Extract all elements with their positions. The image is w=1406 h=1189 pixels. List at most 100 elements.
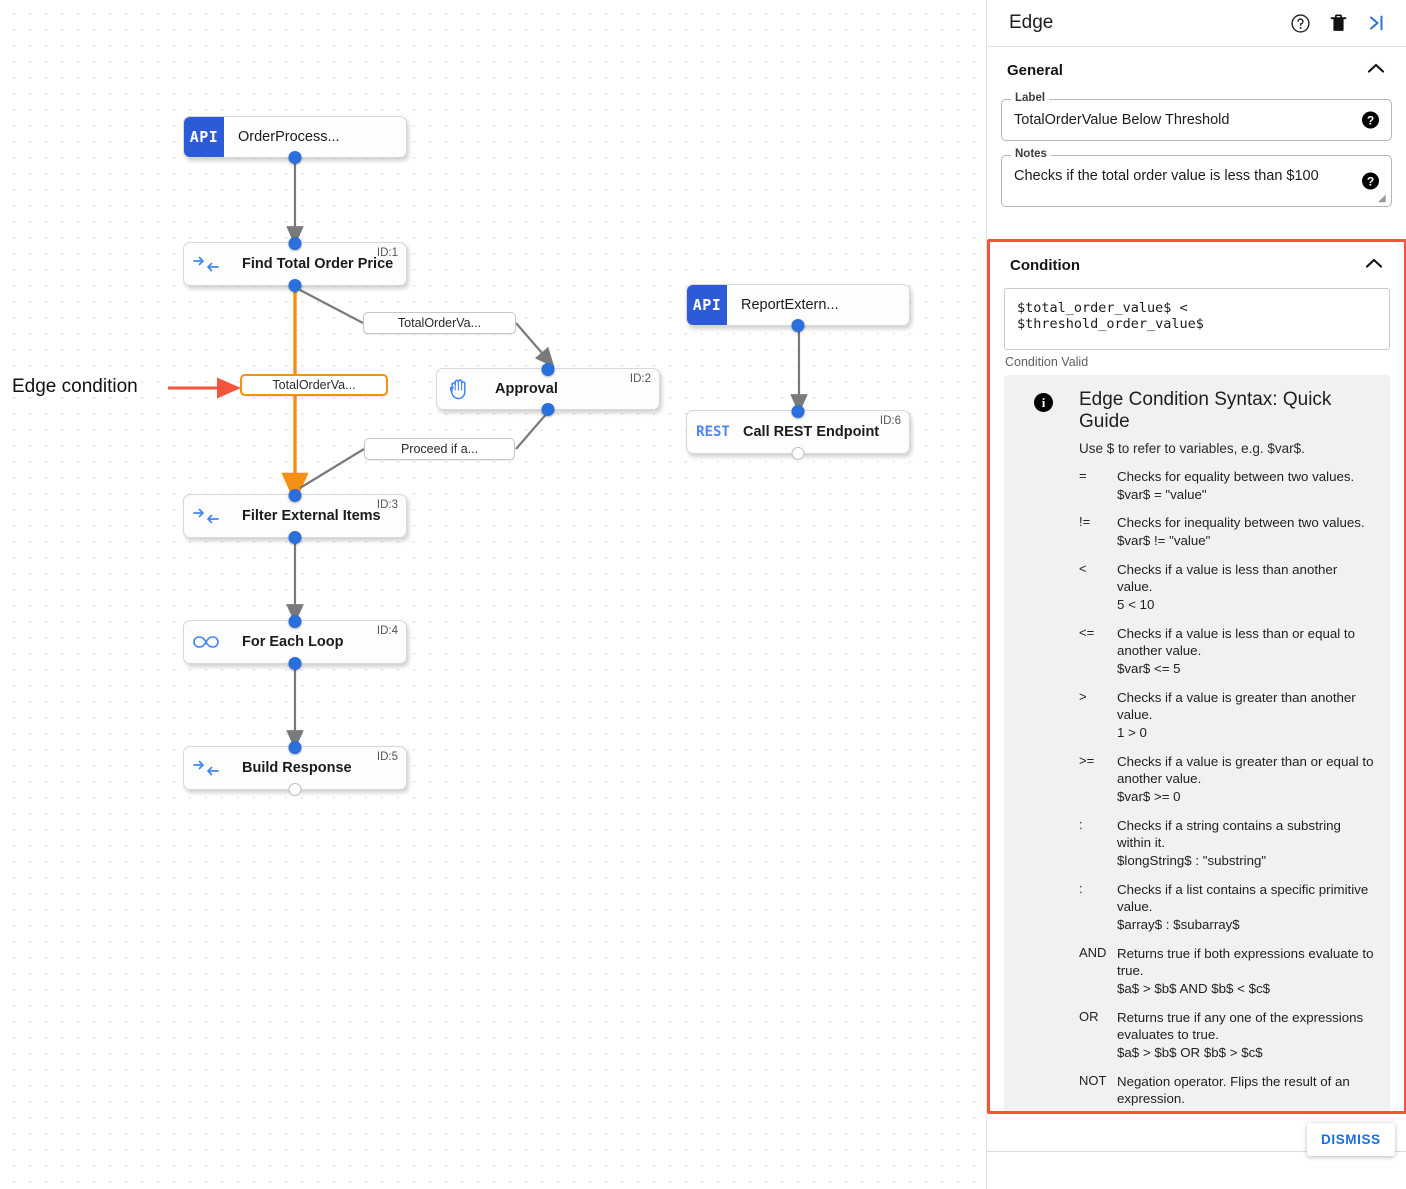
node-output-port[interactable] [791,318,805,332]
node-order-process[interactable]: API OrderProcess... [183,116,407,164]
node-approval[interactable]: Approval ID:2 [436,362,660,416]
guide-description-text: Negation operator. Flips the result of a… [1117,1073,1350,1107]
guide-description-text: Returns true if both expressions evaluat… [1117,945,1374,979]
node-output-port[interactable] [288,530,302,544]
guide-example: $var$ <= 5 [1117,661,1181,677]
general-section: General Label TotalOrderValue Below Thre… [987,47,1406,207]
guide-row: <Checks if a value is less than another … [1079,561,1374,614]
guide-description: Checks if a string contains a substring … [1117,817,1374,870]
node-output-port[interactable] [791,446,805,460]
info-icon: i [1034,393,1053,412]
node-report-external[interactable]: API ReportExtern... [686,284,910,332]
node-label: Call REST Endpoint [743,424,880,440]
guide-operator: NOT [1079,1072,1107,1088]
guide-row: >=Checks if a value is greater than or e… [1079,753,1374,806]
node-label: Filter External Items [242,508,381,524]
label-field-legend: Label [1011,92,1050,104]
guide-example: NOT ($var$ = "value") [1117,1108,1374,1111]
guide-description: Returns true if any one of the expressio… [1117,1009,1374,1062]
edge-label-proceed-if[interactable]: Proceed if a... [364,438,515,460]
guide-description: Checks if a value is greater than or equ… [1117,753,1374,806]
guide-description-text: Checks if a value is less than another v… [1117,561,1338,595]
label-field-value: TotalOrderValue Below Threshold [1014,112,1230,128]
chevron-up-icon[interactable] [1364,257,1384,274]
guide-row: : Checks if a list contains a specific pr… [1079,881,1374,934]
condition-section-highlight: Condition $total_order_value$ < $thresho… [987,239,1406,1114]
condition-expression-input[interactable]: $total_order_value$ < $threshold_order_v… [1004,288,1390,350]
node-call-rest-endpoint[interactable]: REST Call REST Endpoint ID:6 [686,404,910,460]
notes-field[interactable]: Notes Checks if the total order value is… [1001,148,1392,207]
node-input-port[interactable] [288,236,302,250]
node-output-port[interactable] [288,656,302,670]
api-badge-icon: API [184,117,224,157]
node-output-port[interactable] [288,278,302,292]
guide-row: <=Checks if a value is less than or equa… [1079,625,1374,678]
guide-example: 1 > 0 [1117,725,1147,741]
label-help-icon[interactable]: ? [1362,111,1379,129]
guide-description: Returns true if both expressions evaluat… [1117,945,1374,998]
guide-description-text: Checks if a list contains a specific pri… [1117,881,1369,915]
guide-description-text: Returns true if any one of the expressio… [1117,1009,1364,1043]
edge-label-to-approval[interactable]: TotalOrderVa... [363,312,516,334]
node-label: ReportExtern... [741,297,839,313]
node-id-badge: ID:5 [376,751,398,763]
guide-example: $longString$ : "substring" [1117,853,1267,869]
guide-subtitle: Use $ to refer to variables, e.g. $var$. [1079,441,1305,456]
edge-label-selected[interactable]: TotalOrderVa... [240,374,388,396]
raised-hand-icon [437,377,481,401]
guide-operator: OR [1079,1008,1099,1024]
node-build-response[interactable]: Build Response ID:5 [183,740,407,796]
edge-label-text: TotalOrderVa... [397,316,482,330]
general-section-header[interactable]: General [1001,47,1392,93]
edge-condition-annotation: Edge condition [12,376,138,397]
trash-icon[interactable] [1329,13,1348,33]
condition-syntax-guide: i Edge Condition Syntax: Quick Guide Use… [1004,375,1390,1111]
node-output-port[interactable] [288,782,302,796]
panel-header: Edge [987,0,1406,47]
dismiss-button[interactable]: DISMISS [1307,1123,1395,1156]
flow-canvas[interactable]: Edge condition API OrderProcess... Find … [0,0,986,1189]
guide-description-text: Checks if a value is greater than anothe… [1117,689,1356,723]
guide-description: Checks if a value is greater than anothe… [1117,689,1374,742]
guide-description-text: Checks for equality between two values. [1117,469,1355,484]
node-output-port[interactable] [288,150,302,164]
node-id-badge: ID:4 [376,625,398,637]
node-input-port[interactable] [288,740,302,754]
node-filter-external-items[interactable]: Filter External Items ID:3 [183,488,407,544]
guide-operator: > [1079,688,1087,704]
merge-arrows-icon [184,760,228,776]
guide-description-text: Checks if a string contains a substring … [1117,817,1341,851]
node-label: OrderProcess... [238,129,340,145]
guide-row: !=Checks for inequality between two valu… [1079,514,1374,549]
node-input-port[interactable] [288,614,302,628]
guide-example: 5 < 10 [1117,597,1155,613]
collapse-panel-icon[interactable] [1366,13,1388,33]
chevron-up-icon[interactable] [1366,62,1386,79]
resize-grip-icon[interactable]: ◢ [1378,193,1386,204]
notes-help-icon[interactable]: ? [1362,172,1379,190]
guide-example: $a$ > $b$ AND $b$ < $c$ [1117,981,1271,997]
guide-row: OR Returns true if any one of the express… [1079,1009,1374,1062]
node-label: Build Response [242,760,352,776]
guide-example: $var$ >= 0 [1117,789,1181,805]
guide-description: Checks if a list contains a specific pri… [1117,881,1374,934]
guide-example: $array$ : $subarray$ [1117,917,1240,933]
guide-description-text: Checks for inequality between two values… [1117,515,1365,531]
node-find-total-order-price[interactable]: Find Total Order Price ID:1 [183,236,407,292]
node-input-port[interactable] [288,488,302,502]
edge-label-text: Proceed if a... [400,442,479,456]
help-circle-icon[interactable] [1290,13,1311,34]
node-output-port[interactable] [541,402,555,416]
guide-operator: : [1079,816,1083,832]
merge-arrows-icon [184,256,228,272]
edge-properties-panel: Edge General [986,0,1406,1189]
node-input-port[interactable] [791,404,805,418]
label-field[interactable]: Label TotalOrderValue Below Threshold ? [1001,92,1392,141]
node-for-each-loop[interactable]: For Each Loop ID:4 [183,614,407,670]
guide-operator: : [1079,880,1083,896]
condition-section-header[interactable]: Condition [1004,242,1390,288]
guide-example: $var$ != "value" [1117,533,1211,549]
node-input-port[interactable] [541,362,555,376]
guide-description-text: Checks if a value is less than or equal … [1117,625,1355,659]
node-id-badge: ID:2 [629,373,651,385]
